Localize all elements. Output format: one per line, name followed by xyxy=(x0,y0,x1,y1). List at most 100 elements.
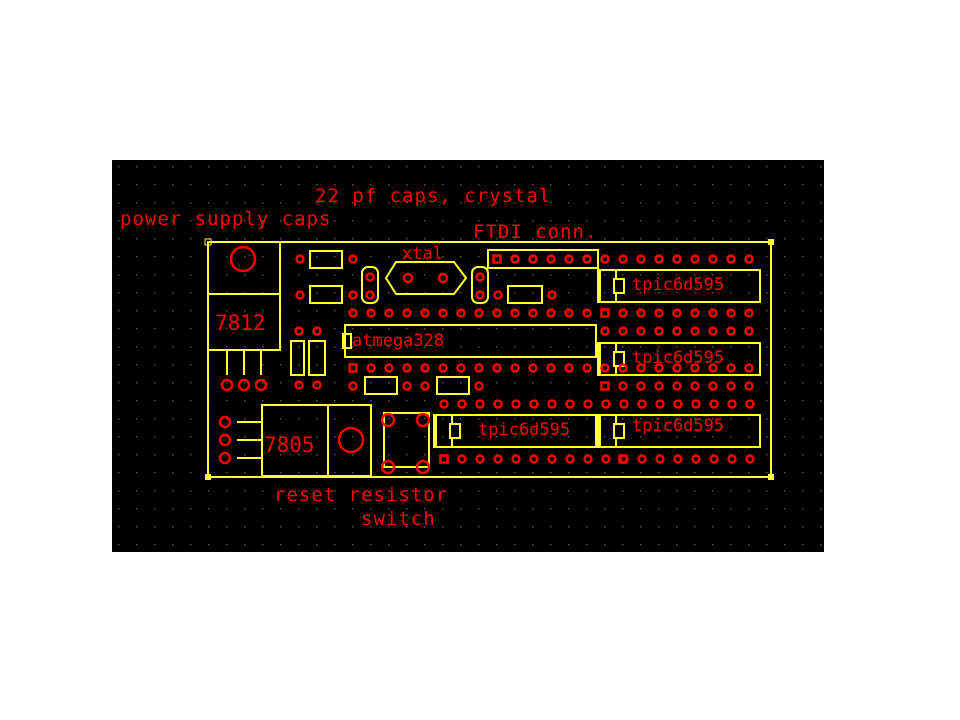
grid-dot xyxy=(424,184,426,186)
mounting-hole xyxy=(229,245,257,273)
regulator-7805-tab xyxy=(327,404,372,477)
grid-dot xyxy=(388,346,390,348)
grid-dot xyxy=(478,346,480,348)
grid-dot xyxy=(316,274,318,276)
grid-dot xyxy=(244,328,246,330)
grid-dot xyxy=(244,418,246,420)
grid-dot xyxy=(622,184,624,186)
shift-register-4: tpic6d595 xyxy=(597,414,761,448)
grid-dot xyxy=(244,436,246,438)
grid-dot xyxy=(262,400,264,402)
grid-dot xyxy=(262,526,264,528)
grid-dot xyxy=(190,274,192,276)
solder-pad xyxy=(366,363,376,373)
grid-dot xyxy=(280,382,282,384)
grid-dot xyxy=(424,454,426,456)
grid-dot xyxy=(748,436,750,438)
grid-dot xyxy=(190,454,192,456)
grid-dot xyxy=(496,544,498,546)
grid-dot xyxy=(712,544,714,546)
grid-dot xyxy=(316,346,318,348)
grid-dot xyxy=(658,292,660,294)
grid-dot xyxy=(460,328,462,330)
grid-dot xyxy=(388,328,390,330)
grid-dot xyxy=(190,256,192,258)
grid-dot xyxy=(676,202,678,204)
grid-dot xyxy=(352,436,354,438)
solder-pad xyxy=(673,399,683,409)
solder-pad xyxy=(439,454,449,464)
grid-dot xyxy=(514,292,516,294)
grid-dot xyxy=(694,526,696,528)
solder-pad xyxy=(726,308,736,318)
grid-dot xyxy=(532,544,534,546)
grid-dot xyxy=(406,202,408,204)
solder-pad xyxy=(348,381,358,391)
grid-dot xyxy=(730,274,732,276)
grid-dot xyxy=(118,400,120,402)
grid-dot xyxy=(676,544,678,546)
grid-dot xyxy=(586,472,588,474)
grid-dot xyxy=(118,256,120,258)
grid-dot xyxy=(280,184,282,186)
grid-dot xyxy=(118,472,120,474)
grid-dot xyxy=(730,220,732,222)
grid-dot xyxy=(550,544,552,546)
reset-resistor-label: reset resistor xyxy=(274,484,448,506)
grid-dot xyxy=(496,274,498,276)
grid-dot xyxy=(190,472,192,474)
grid-dot xyxy=(280,490,282,492)
grid-dot xyxy=(208,202,210,204)
grid-dot xyxy=(172,436,174,438)
resistor-outline xyxy=(436,376,470,395)
grid-dot xyxy=(568,508,570,510)
grid-dot xyxy=(388,436,390,438)
grid-dot xyxy=(586,418,588,420)
grid-dot xyxy=(604,184,606,186)
grid-dot xyxy=(154,292,156,294)
grid-dot xyxy=(172,472,174,474)
grid-dot xyxy=(478,184,480,186)
grid-dot xyxy=(478,166,480,168)
grid-dot xyxy=(244,454,246,456)
grid-dot xyxy=(550,526,552,528)
grid-dot xyxy=(586,184,588,186)
grid-dot xyxy=(244,274,246,276)
solder-pad xyxy=(366,308,376,318)
grid-dot xyxy=(496,220,498,222)
grid-dot xyxy=(748,184,750,186)
grid-dot xyxy=(784,202,786,204)
grid-dot xyxy=(136,256,138,258)
solder-pad xyxy=(218,433,232,447)
grid-dot xyxy=(676,418,678,420)
solder-pad xyxy=(295,290,305,300)
grid-dot xyxy=(190,292,192,294)
grid-dot xyxy=(766,454,768,456)
grid-dot xyxy=(388,184,390,186)
grid-dot xyxy=(802,292,804,294)
grid-dot xyxy=(262,238,264,240)
grid-dot xyxy=(118,220,120,222)
solder-pad xyxy=(726,363,736,373)
grid-dot xyxy=(226,274,228,276)
solder-pad xyxy=(384,308,394,318)
grid-dot xyxy=(694,418,696,420)
grid-dot xyxy=(172,184,174,186)
solder-pad xyxy=(600,308,610,318)
solder-pad xyxy=(600,363,610,373)
grid-dot xyxy=(820,166,822,168)
grid-dot xyxy=(640,508,642,510)
grid-dot xyxy=(622,490,624,492)
grid-dot xyxy=(460,472,462,474)
grid-dot xyxy=(802,184,804,186)
grid-dot xyxy=(766,490,768,492)
grid-dot xyxy=(154,166,156,168)
grid-dot xyxy=(316,472,318,474)
solder-pad xyxy=(493,399,503,409)
grid-dot xyxy=(172,400,174,402)
grid-dot xyxy=(460,292,462,294)
grid-dot xyxy=(226,202,228,204)
grid-dot xyxy=(118,184,120,186)
grid-dot xyxy=(262,328,264,330)
grid-dot xyxy=(658,220,660,222)
